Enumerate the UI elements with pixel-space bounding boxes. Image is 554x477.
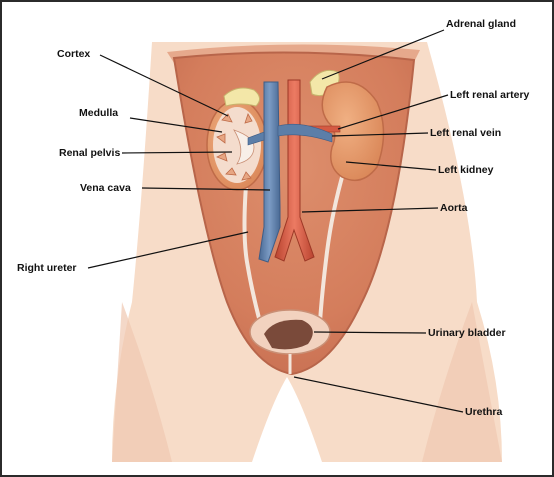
left-renal-vein-vessel (277, 123, 333, 143)
label-left-renal-artery: Left renal artery (450, 89, 530, 101)
label-urinary-bladder: Urinary bladder (428, 327, 506, 339)
leader-lines (87, 29, 464, 413)
right-kidney-cortex (213, 107, 261, 183)
label-left-renal-vein: Left renal vein (430, 127, 502, 139)
label-medulla: Medulla (79, 107, 119, 119)
label-left-kidney: Left kidney (438, 164, 494, 176)
bladder-interior (264, 319, 313, 350)
medulla-pyramids (216, 113, 253, 181)
left-ureter-tube (318, 169, 346, 323)
right-adrenal-gland (223, 87, 260, 107)
right-renal-vein-vessel (247, 131, 265, 146)
aorta-vessel (274, 79, 315, 262)
vena-cava-vessel (258, 81, 281, 263)
label-cortex: Cortex (57, 48, 91, 60)
hip-shading (112, 302, 502, 462)
label-adrenal-gland: Adrenal gland (446, 18, 517, 30)
left-kidney-shape (321, 81, 385, 182)
label-right-ureter: Right ureter (17, 262, 77, 274)
label-vena-cava: Vena cava (80, 182, 131, 194)
label-urethra: Urethra (465, 406, 503, 418)
label-renal-pelvis: Renal pelvis (59, 147, 121, 159)
label-aorta: Aorta (440, 202, 468, 214)
right-ureter-tube (242, 171, 262, 323)
